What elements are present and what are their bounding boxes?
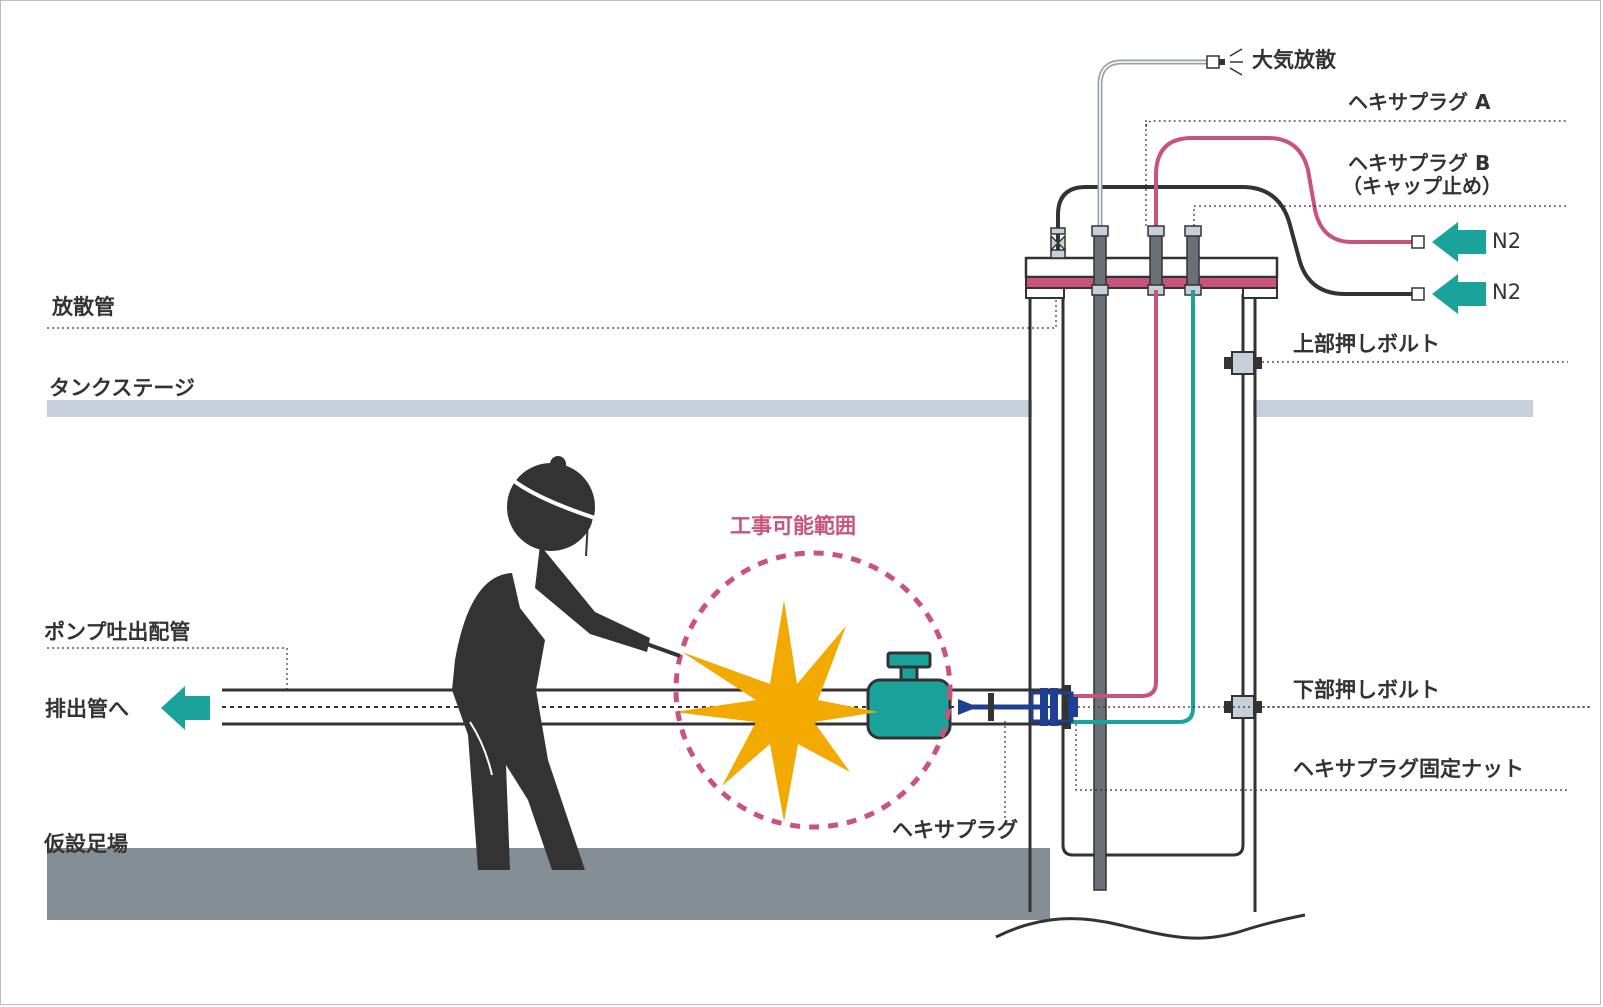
n2-inlets bbox=[1411, 222, 1486, 314]
spark-starburst bbox=[674, 600, 878, 822]
pink-inner-line bbox=[1070, 290, 1158, 698]
label-to-discharge-pipe: 排出管へ bbox=[45, 697, 129, 721]
label-hexaplug-fixing-nut: ヘキサプラグ固定ナット bbox=[1293, 757, 1524, 781]
teal-inner-line bbox=[1070, 290, 1195, 724]
pink-rod-sleeve bbox=[1149, 229, 1163, 291]
temporary-scaffold-slab bbox=[47, 848, 1050, 920]
pipe-wall-flange bbox=[1063, 685, 1071, 729]
hexaplug-device bbox=[958, 688, 1078, 726]
teal-rod-sleeve bbox=[1186, 229, 1200, 291]
label-vent-pipe: 放散管 bbox=[52, 295, 115, 319]
label-tank-stage: タンクステージ bbox=[49, 376, 195, 400]
vent-spray-icon bbox=[1229, 48, 1243, 76]
upper-push-bolt-icon bbox=[1224, 351, 1262, 375]
vent-rod bbox=[1093, 229, 1107, 891]
tank-shell bbox=[995, 290, 1306, 940]
vent-pipe-line bbox=[1097, 59, 1207, 230]
inner-tank bbox=[1061, 294, 1245, 857]
label-work-range: 工事可能範囲 bbox=[730, 514, 856, 538]
label-temporary-scaffold: 仮設足場 bbox=[44, 832, 128, 856]
leader-lines bbox=[47, 120, 1590, 818]
label-hexaplug-b: ヘキサプラグ B bbox=[1348, 151, 1491, 175]
vent-nozzle bbox=[1206, 55, 1220, 69]
label-hexaplug-b-cap: （キャップ止め） bbox=[1342, 174, 1502, 198]
n2-upper-arrow-icon bbox=[1432, 222, 1486, 262]
work-range-circle bbox=[673, 550, 953, 830]
discharge-arrow-icon bbox=[161, 686, 210, 730]
lid-valve-icon bbox=[1050, 227, 1066, 259]
pump-icon bbox=[866, 651, 952, 740]
label-n2-lower: N2 bbox=[1492, 280, 1522, 304]
worker-figure bbox=[452, 456, 681, 870]
label-hexaplug: ヘキサプラグ bbox=[892, 818, 1018, 842]
hexaplug-b-hose-pink bbox=[1154, 136, 1412, 244]
n2-lower-arrow-icon bbox=[1432, 274, 1486, 314]
tank-stage-bar bbox=[47, 400, 1533, 417]
label-lower-push-bolt: 下部押しボルト bbox=[1293, 678, 1440, 702]
n2-hose-black bbox=[1056, 185, 1412, 296]
label-upper-push-bolt: 上部押しボルト bbox=[1293, 332, 1440, 356]
label-hexaplug-a: ヘキサプラグ A bbox=[1348, 90, 1491, 114]
worker-face-shield bbox=[512, 479, 598, 556]
label-atmosphere-release: 大気放散 bbox=[1252, 48, 1336, 72]
label-n2-upper: N2 bbox=[1492, 229, 1522, 253]
label-pump-discharge-pipe: ポンプ吐出配管 bbox=[44, 620, 191, 644]
